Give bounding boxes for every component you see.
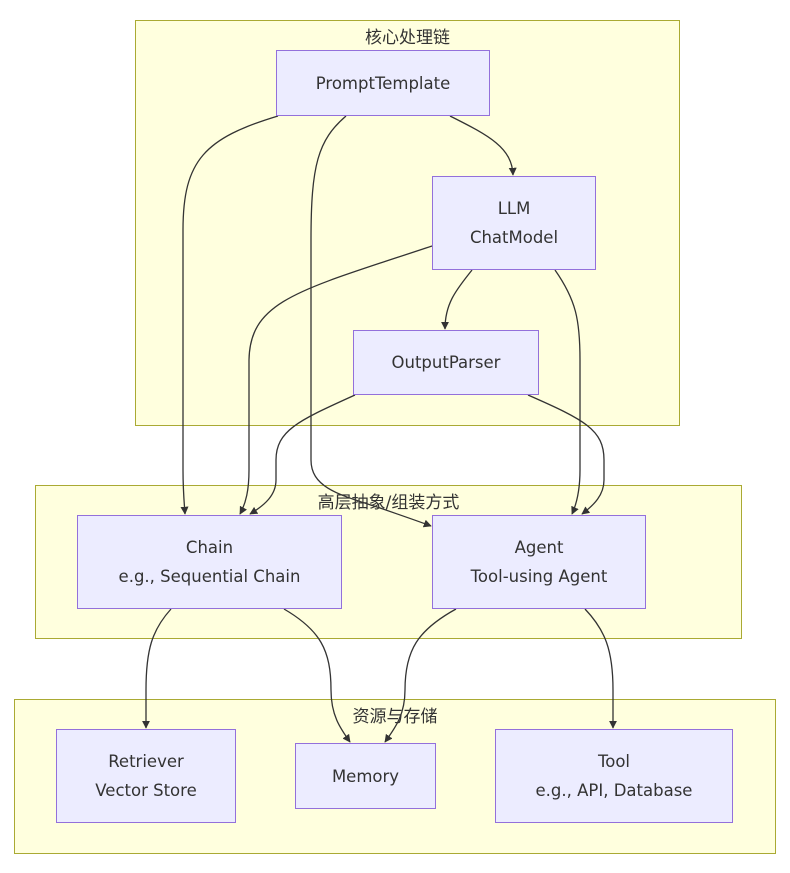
node-tool[interactable]: Tool e.g., API, Database (495, 729, 733, 823)
node-llm-chatmodel[interactable]: LLM ChatModel (432, 176, 596, 270)
node-retriever[interactable]: Retriever Vector Store (56, 729, 236, 823)
node-label: Retriever (108, 752, 184, 771)
node-prompt-template[interactable]: PromptTemplate (276, 50, 490, 116)
node-sublabel: e.g., API, Database (535, 781, 693, 800)
cluster-title: 高层抽象/组装方式 (317, 493, 460, 513)
node-label: OutputParser (391, 353, 501, 372)
node-sublabel: Tool-using Agent (470, 567, 608, 586)
node-sublabel: e.g., Sequential Chain (118, 567, 301, 586)
node-label: Chain (185, 538, 234, 557)
cluster-title: 核心处理链 (365, 28, 450, 48)
node-label: Agent (514, 538, 564, 557)
node-label: Memory (331, 766, 400, 786)
node-label: Tool (597, 752, 631, 771)
node-sublabel: Vector Store (95, 781, 197, 800)
node-memory[interactable]: Memory (295, 743, 436, 809)
node-chain[interactable]: Chain e.g., Sequential Chain (77, 515, 342, 609)
node-sublabel: ChatModel (469, 228, 559, 247)
node-label: LLM (497, 199, 531, 218)
node-output-parser[interactable]: OutputParser (353, 330, 539, 395)
node-agent[interactable]: Agent Tool-using Agent (432, 515, 646, 609)
node-label: PromptTemplate (315, 73, 451, 93)
cluster-title: 资源与存储 (352, 707, 438, 727)
